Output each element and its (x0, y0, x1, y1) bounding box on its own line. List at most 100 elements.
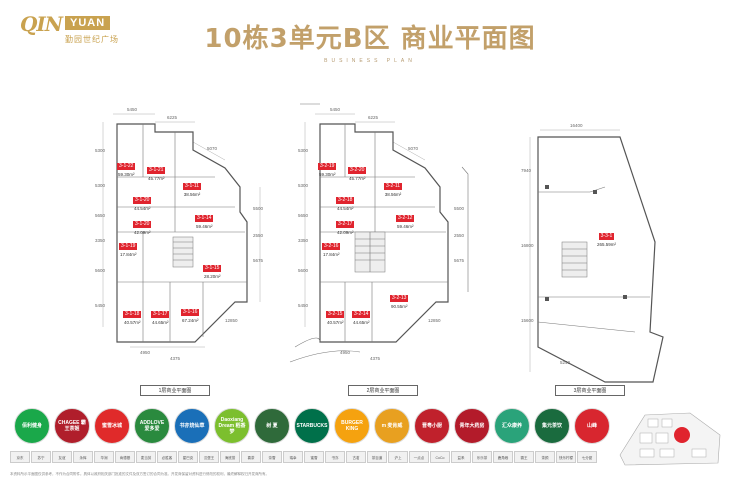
mini-brand-logo: 汉堡王 (199, 451, 219, 463)
floor1-unit[interactable]: 3-1-17 44.65m² (151, 302, 170, 326)
mini-brand-logo: 星巴克 (178, 451, 198, 463)
floor2-unit[interactable]: 3-2-15 40.57m² (326, 302, 345, 326)
floor1-drawing: 5450 6225 5070 5300 5300 5650 3350 5600 … (95, 107, 264, 361)
dim-right-1: 5500 (454, 206, 465, 211)
floor1-unit[interactable]: 3-1-20 42.09m² (133, 212, 152, 236)
mini-logo-strip: 京东苏宁友谊永辉华润肯德基麦当劳必胜客星巴克汉堡王海底捞喜茶奈雪瑞幸蜜雪书亦古茗… (10, 451, 600, 465)
unit-code: 3-1-17 (151, 311, 170, 318)
brand-logo: CHAGEE 霸王茶姬 (54, 408, 90, 444)
page-subtitle: BUSINESS PLAN (324, 58, 416, 64)
unit-code: 3-1-20 (133, 197, 152, 204)
dim-left-3: 5650 (298, 213, 309, 218)
dim-bottom-b: 4375 (370, 356, 381, 361)
floor1-unit[interactable]: 3-1-11 38.56m² (183, 174, 202, 198)
unit-code: 3-1-16 (181, 309, 200, 316)
disclaimer-text: 本资料所示平面图仅供参考，不作为合同附件。具体以政府相关部门批准的文件及双方签订… (10, 472, 269, 476)
unit-area: 40.57m² (123, 320, 141, 325)
floor2-unit[interactable]: 3-2-13 90.55m² (390, 286, 409, 310)
floor1-unit[interactable]: 3-1-16 67.24m² (181, 300, 200, 324)
mini-brand-logo: 永辉 (73, 451, 93, 463)
mini-brand-logo: 沪上 (388, 451, 408, 463)
brand-logo: 山峰 (574, 408, 610, 444)
dim-top-a: 5450 (330, 107, 341, 112)
unit-area: 28.20m² (203, 274, 221, 279)
floor2-unit[interactable]: 3-2-12 59.46m² (396, 206, 415, 230)
unit-area: 42.09m² (336, 230, 354, 235)
floor1-unit[interactable]: 3-1-18 40.57m² (123, 302, 142, 326)
floor1-unit[interactable]: 3-1-14 59.46m² (195, 206, 214, 230)
dim-top: 16400 (570, 123, 583, 128)
unit-code: 3-3-1 (598, 233, 615, 240)
floor2-unit[interactable]: 3-2-19 59.30m² (318, 154, 337, 178)
dim-top-b: 6225 (167, 115, 178, 120)
unit-code: 3-1-19 (119, 243, 138, 250)
mini-brand-logo: 肯德基 (115, 451, 135, 463)
floor3-unit[interactable]: 3-3-1 265.59m² (597, 224, 616, 248)
floor1-unit[interactable]: 3-1-22 59.30m² (117, 154, 136, 178)
unit-area: 59.46m² (195, 224, 213, 229)
mini-brand-logo: 茶百道 (367, 451, 387, 463)
brand-logo: ADDLOVE 爱多爱 (134, 408, 170, 444)
floor2-drawing: 5450 6225 5070 5300 5300 5650 3350 5600 … (289, 103, 469, 363)
unit-area: 44.65m² (151, 320, 169, 325)
dim-right-2: 2550 (454, 233, 465, 238)
unit-area: 44.65m² (352, 320, 370, 325)
logo-chinese-name: 勤园世纪广场 (65, 35, 119, 44)
floor2-unit[interactable]: 3-2-20 45.77m² (348, 158, 367, 182)
brand-logo: 汇众康养 (494, 408, 530, 444)
floor3-plan: 16400 7940 16800 15600 5240 3-3-1 265.59… (505, 92, 675, 392)
unit-code: 3-1-11 (183, 183, 202, 190)
brand-logo: Daoxiang Dream 稻香梦 (214, 408, 250, 444)
mini-brand-logo: 快乐柠檬 (556, 451, 576, 463)
mini-brand-logo: 霸王 (514, 451, 534, 463)
unit-code: 3-1-22 (117, 163, 136, 170)
dim-right-4: 12850 (428, 318, 441, 323)
location-highlight (674, 427, 690, 443)
dim-left-3: 15600 (521, 318, 534, 323)
logo-mark-yuan: YUAN (65, 16, 111, 30)
dim-left-2: 5300 (95, 183, 106, 188)
dim-right-1: 5500 (253, 206, 264, 211)
floor1-unit[interactable]: 3-1-19 17.84m² (119, 234, 138, 258)
brand-logo: BURGER KING (334, 408, 370, 444)
floor2-unit[interactable]: 3-2-14 44.65m² (352, 302, 371, 326)
mini-brand-logo: 益禾 (451, 451, 471, 463)
floor2-unit[interactable]: 3-2-17 42.09m² (336, 212, 355, 236)
floor2-unit[interactable]: 3-2-18 44.54m² (336, 188, 355, 212)
unit-code: 3-1-14 (195, 215, 214, 222)
mini-brand-logo: 友谊 (52, 451, 72, 463)
dim-top-c: 5070 (408, 146, 419, 151)
unit-area: 265.59m² (597, 242, 617, 247)
unit-code: 3-2-14 (352, 311, 371, 318)
floor3-caption: 3层商业平面图 (555, 385, 625, 396)
unit-area: 59.46m² (396, 224, 414, 229)
mini-brand-logo: 书亦 (325, 451, 345, 463)
mini-brand-logo: 麦当劳 (136, 451, 156, 463)
dim-right-3: 5675 (253, 258, 264, 263)
floor2-plan: 5450 6225 5070 5300 5300 5650 3350 5600 … (289, 92, 475, 392)
unit-area: 45.77m² (348, 176, 366, 181)
mini-brand-logo: 鹿角巷 (493, 451, 513, 463)
floor1-unit[interactable]: 3-1-20 44.54m² (133, 188, 152, 212)
floor1-outline (116, 123, 248, 343)
dim-top-c: 5070 (207, 146, 218, 151)
mini-brand-logo: 华润 (94, 451, 114, 463)
brand-logo: 蜜雪冰城 (94, 408, 130, 444)
floor2-unit[interactable]: 3-2-11 38.56m² (384, 174, 403, 198)
floor2-unit[interactable]: 3-2-16 17.84m² (322, 234, 341, 258)
mini-brand-logo: 乐乐茶 (472, 451, 492, 463)
dim-top-b: 6225 (368, 115, 379, 120)
floor1-unit[interactable]: 3-1-21 45.77m² (147, 158, 166, 182)
dim-right-2: 2550 (253, 233, 264, 238)
dim-left-2: 5300 (298, 183, 309, 188)
logo-mark-qin: QIN (20, 12, 63, 36)
floor1-plan: 5450 6225 5070 5300 5300 5650 3350 5600 … (95, 92, 270, 392)
mini-brand-logo: 必胜客 (157, 451, 177, 463)
location-map (610, 405, 728, 467)
floor1-unit[interactable]: 3-1-15 28.20m² (203, 256, 222, 280)
dim-left-2: 16800 (521, 243, 534, 248)
unit-area: 38.56m² (183, 192, 201, 197)
dim-left-4: 3350 (298, 238, 309, 243)
mini-brand-logo: 古茗 (346, 451, 366, 463)
unit-area: 40.57m² (326, 320, 344, 325)
